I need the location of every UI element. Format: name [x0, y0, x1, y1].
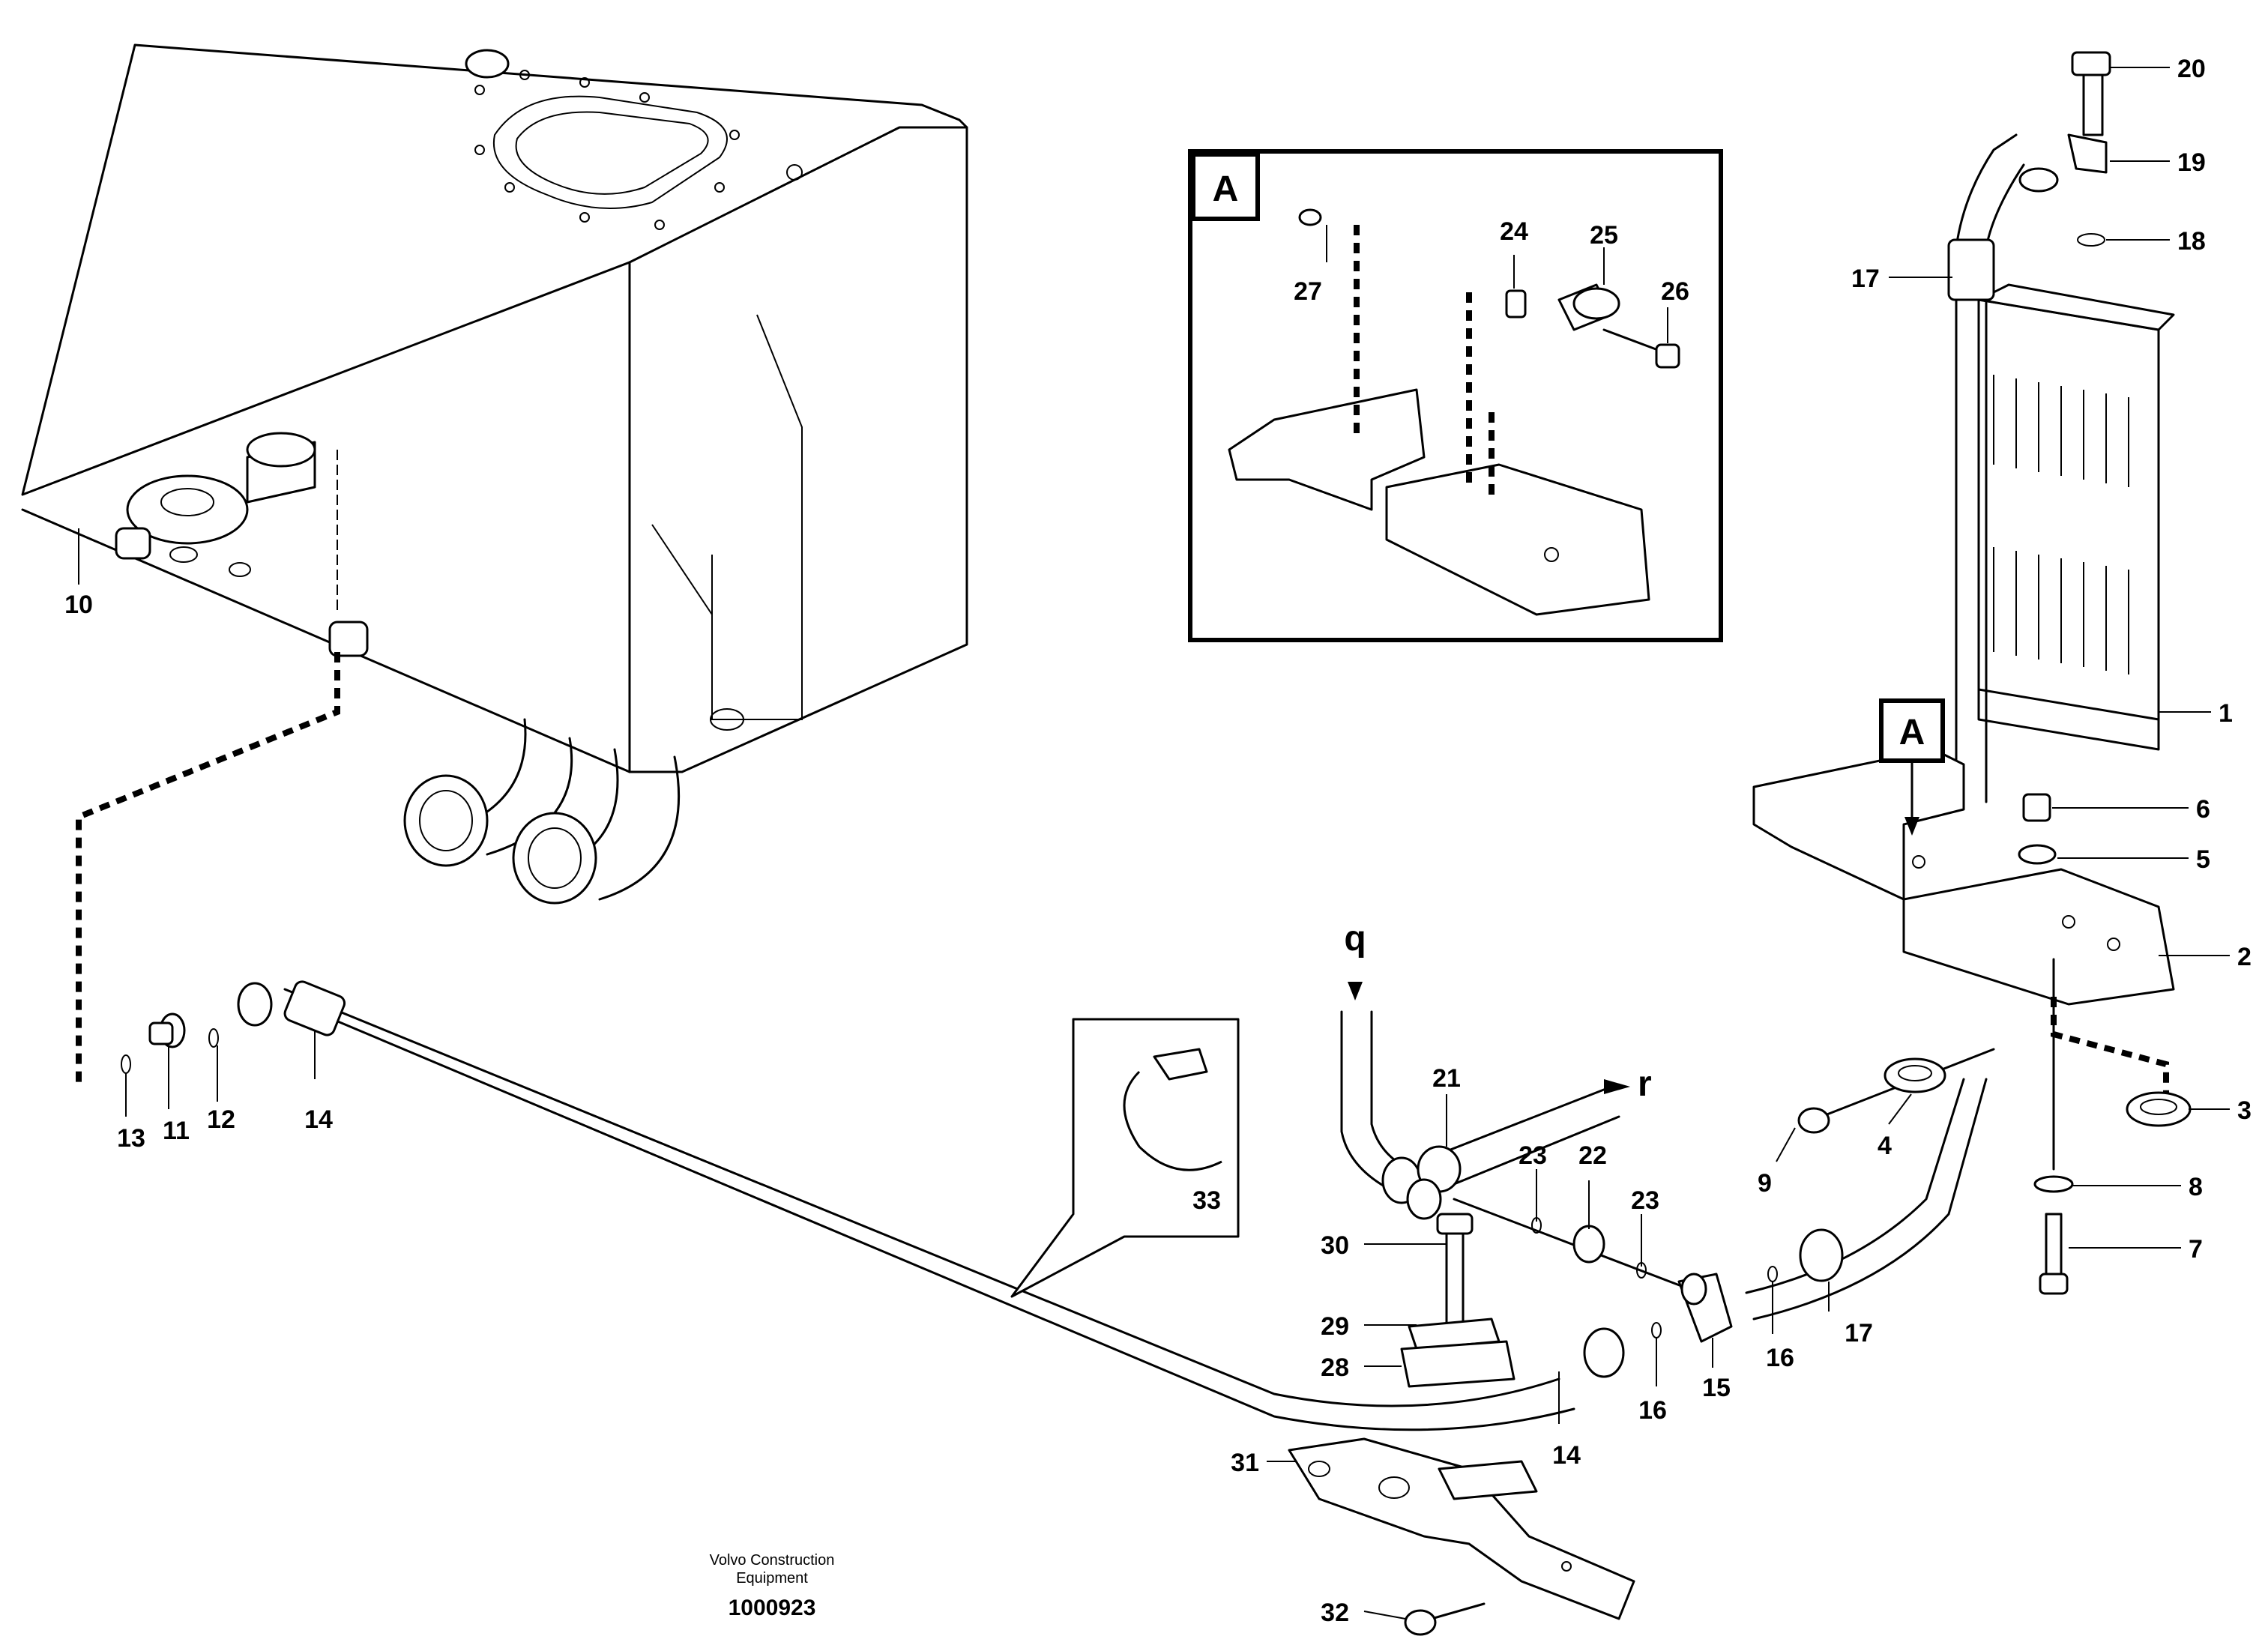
- callout-26: 26: [1661, 277, 1689, 306]
- callout-33: 33: [1192, 1186, 1221, 1215]
- callout-17-lower: 17: [1845, 1319, 1873, 1347]
- callout-20: 20: [2177, 55, 2206, 83]
- callout-6: 6: [2196, 795, 2210, 824]
- callout-23-left: 23: [1518, 1141, 1547, 1170]
- callout-24: 24: [1500, 217, 1528, 246]
- callout-7: 7: [2189, 1235, 2203, 1264]
- company-name-line2: Equipment: [736, 1570, 808, 1587]
- tank-side-fittings: [115, 432, 369, 657]
- callout-13: 13: [117, 1124, 145, 1153]
- callout-31: 31: [1231, 1449, 1259, 1477]
- callout-3: 3: [2237, 1096, 2252, 1125]
- detail-box-label: A: [1213, 169, 1239, 209]
- callout-labels: 20 19 18 17 1 6 5 2 3 8 7 9 4 27 24 25 2…: [64, 55, 2252, 1627]
- return-tube-upper: [1947, 51, 2111, 803]
- top-bolts: [474, 70, 740, 230]
- callout-18: 18: [2177, 227, 2206, 256]
- callout-11: 11: [163, 1117, 190, 1145]
- callout-12: 12: [207, 1105, 235, 1134]
- callout-30: 30: [1321, 1231, 1349, 1260]
- callout-5: 5: [2196, 845, 2210, 874]
- leader-lines: [78, 67, 2230, 1620]
- company-name-line1: Volvo Construction: [710, 1552, 835, 1569]
- callout-21: 21: [1432, 1064, 1461, 1093]
- long-hose: [121, 980, 1575, 1431]
- cooler-fins: [1993, 375, 2129, 674]
- callout-28: 28: [1321, 1353, 1349, 1382]
- drawing-footer: Volvo Construction Equipment 1000923: [710, 1552, 835, 1620]
- callout-22: 22: [1578, 1141, 1607, 1170]
- callout-10: 10: [64, 591, 93, 619]
- callout-17-upper: 17: [1851, 265, 1880, 293]
- callout-8: 8: [2189, 1173, 2203, 1201]
- callout-29: 29: [1321, 1312, 1349, 1341]
- callout-19: 19: [2177, 148, 2206, 177]
- callout-23-right: 23: [1631, 1186, 1659, 1215]
- callout-27: 27: [1294, 277, 1322, 306]
- detail-marker-a: A: [1879, 698, 1945, 836]
- mounting-hardware-right: [1797, 958, 2192, 1295]
- callout-32: 32: [1321, 1599, 1349, 1627]
- detail-box-a: A: [1188, 149, 1723, 642]
- callout-1: 1: [2219, 699, 2233, 728]
- tank-outlet-pipes: [403, 718, 681, 905]
- dashed-link-tank: [76, 652, 340, 1087]
- callout-14-right: 14: [1552, 1441, 1581, 1470]
- mounting-brackets: [1752, 748, 2175, 1006]
- drawing-number: 1000923: [729, 1596, 816, 1620]
- hydraulic-tank: [21, 43, 968, 905]
- detail-marker-label: A: [1899, 713, 1925, 752]
- callout-9: 9: [1758, 1169, 1772, 1198]
- connection-fittings: [1340, 1010, 1988, 1378]
- callout-15: 15: [1702, 1374, 1731, 1402]
- bolt-32: [1404, 1602, 1486, 1636]
- callout-16-left: 16: [1638, 1396, 1667, 1425]
- callout-16-right: 16: [1766, 1344, 1794, 1372]
- oil-cooler: [1977, 283, 2175, 865]
- callout-14-left: 14: [304, 1105, 333, 1134]
- flow-label-q: q: [1344, 919, 1366, 959]
- callout-2: 2: [2237, 943, 2252, 971]
- callout-4: 4: [1878, 1132, 1892, 1160]
- pipe-clamp-assembly: [1288, 1213, 1635, 1620]
- flow-label-r: r: [1638, 1064, 1652, 1104]
- clamp-inset: [1010, 1018, 1240, 1298]
- callout-25: 25: [1590, 221, 1618, 250]
